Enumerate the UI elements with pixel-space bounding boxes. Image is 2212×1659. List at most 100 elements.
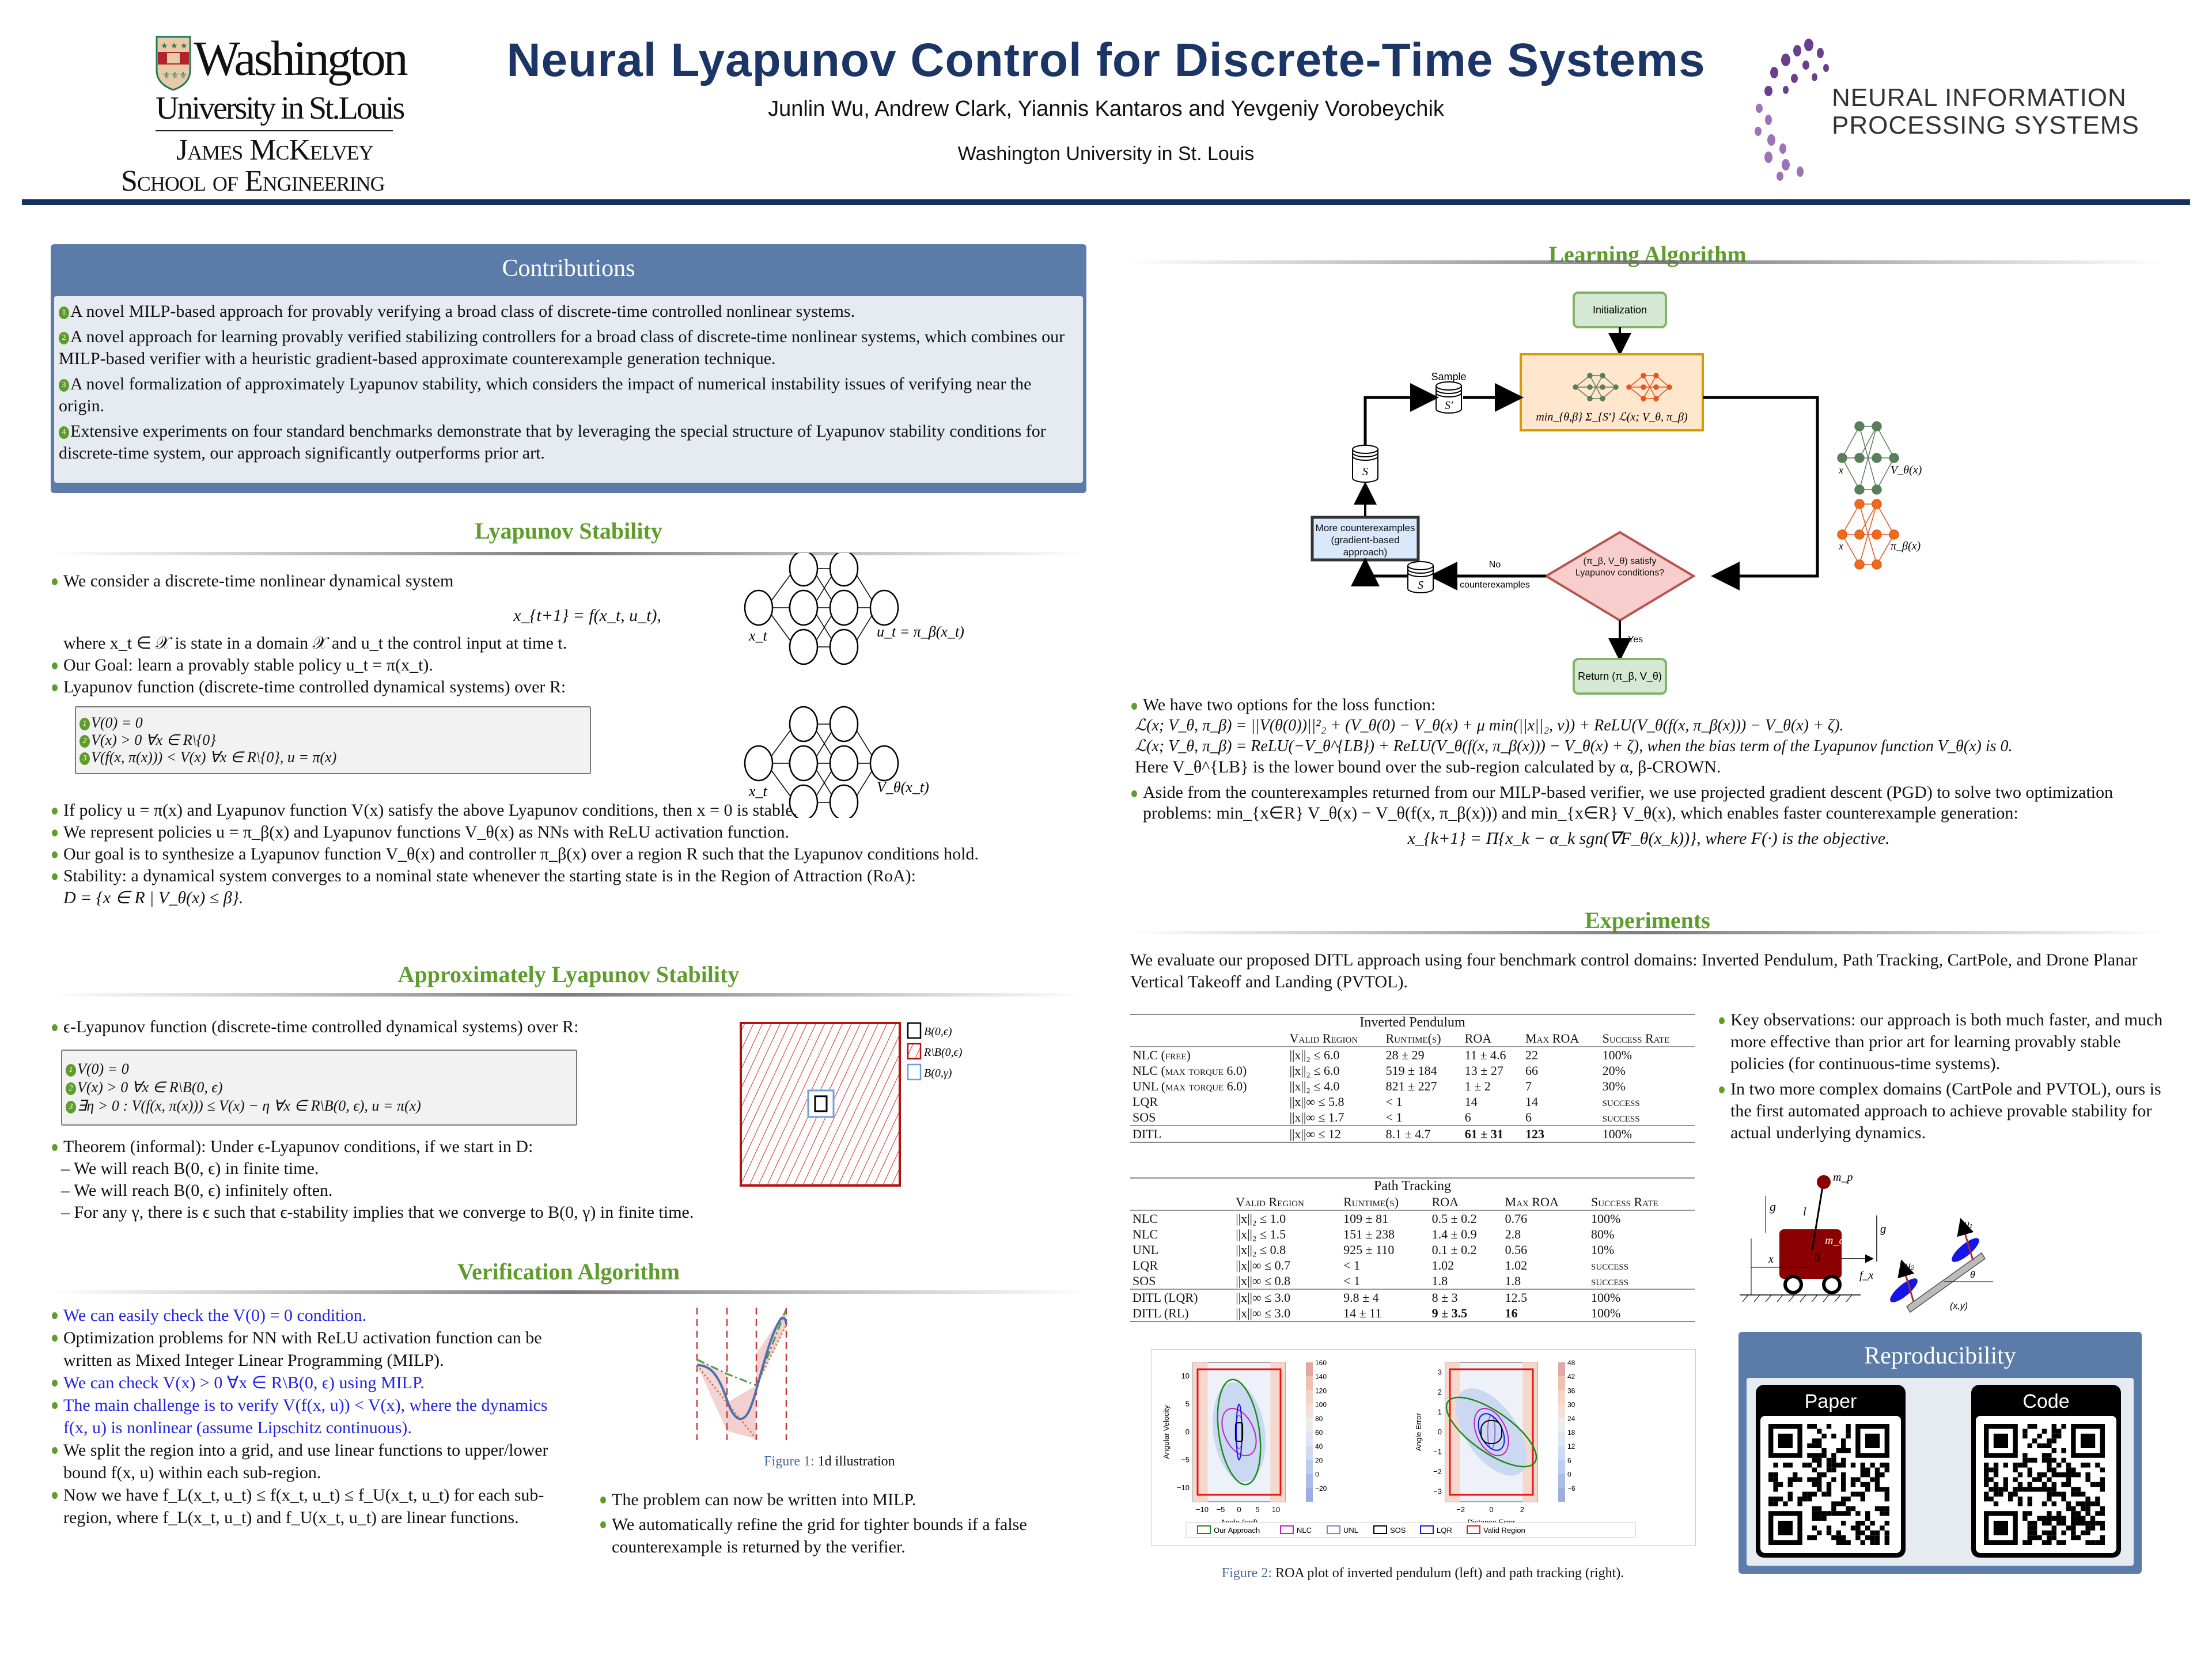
table-cell: 9 ± 3.5 (1429, 1305, 1503, 1322)
table-caption-row: Path Tracking (1130, 1177, 1695, 1194)
bullet-represent: We represent policies u = π_β(x) and Lya… (51, 821, 1086, 843)
y-axis-label: Angular Velocity (1162, 1405, 1171, 1459)
legend-swatch (1197, 1525, 1211, 1534)
roa-our-approach (1445, 1396, 1537, 1468)
theorem-sub-3: – For any γ, there is ϵ such that ϵ-stab… (61, 1203, 694, 1222)
contour-core (1213, 1382, 1266, 1482)
section-divider (51, 1290, 1086, 1294)
poster-authors: Junlin Wu, Andrew Clark, Yiannis Kantaro… (768, 97, 1444, 121)
learning-text: We have two options for the loss functio… (1130, 695, 2167, 849)
colorbar-segment (1558, 1404, 1565, 1418)
table-cell: ||x||∞ ≤ 0.8 (1236, 1274, 1291, 1288)
roa-lqr (1236, 1403, 1243, 1461)
colorbar-segment (1558, 1460, 1565, 1474)
column-header: Success Rate (1591, 1195, 1658, 1209)
neurips-dots-icon (1755, 39, 1829, 181)
table-cell: SOS (1132, 1274, 1156, 1288)
cartpole-l: l (1803, 1206, 1806, 1218)
table-cell: 30% (1602, 1079, 1626, 1093)
logo-mckelvey: James McKelvey (176, 134, 374, 166)
bullet-roa: Stability: a dynamical system converges … (51, 865, 1086, 887)
loss-equation-2: ℒ(x; V_θ, π_β) = ReLU(−V_θ^{LB}) + ReLU(… (1135, 737, 2013, 755)
y-tick-label: −5 (1181, 1455, 1190, 1464)
wustl-shield-icon: ★ ★ ★ ⚜⚜⚜ (156, 36, 191, 91)
yes-label: Yes (1628, 635, 1643, 645)
table-cell: success (1591, 1258, 1629, 1272)
table-cell: ||x||₂ ≤ 1.0 (1233, 1210, 1342, 1226)
verification-right-list: The problem can now be written into MILP… (599, 1488, 1089, 1558)
condition-text: V(0) = 0 (91, 714, 143, 731)
bullet-stable: If policy u = π(x) and Lyapunov function… (51, 800, 1086, 821)
cartpole-pvtol-figure: g l m_p m_c θ x f_x g u₂ u₁ θ (x,y) (1740, 1171, 1993, 1313)
table-cell: 1.8 (1505, 1274, 1521, 1288)
colorbar-segment (1558, 1487, 1565, 1502)
roa-sos (1235, 1422, 1243, 1442)
section-title-verification: Verification Algorithm (457, 1259, 680, 1285)
colorbar-tick: 100 (1315, 1401, 1327, 1409)
condition-item: 3∃η > 0 : V(f(x, π(x))) ≤ V(x) − η ∀x ∈ … (66, 1097, 573, 1115)
table-cell: ||x||∞ ≤ 5.8 (1289, 1094, 1344, 1109)
valid-region (1196, 1368, 1282, 1496)
qr-code-code-icon[interactable] (1976, 1416, 2116, 1553)
observation-item: In two more complex domains (CartPole an… (1718, 1078, 2179, 1144)
pgd-equation: x_{k+1} = Π{x_k − α_k sgn(∇F_θ(x_k))}, w… (1407, 829, 1890, 848)
contour-band (1193, 1362, 1208, 1502)
neurips-logo: NEURAL INFORMATION PROCESSING SYSTEMS (1751, 33, 2143, 183)
number-badge: 2 (79, 735, 90, 748)
bullet-loss: We have two options for the loss functio… (1130, 695, 2167, 715)
no-counterexamples-label: counterexamples (1460, 580, 1530, 590)
neurips-line1: NEURAL INFORMATION (1832, 84, 2127, 112)
table-cell: UNL (1132, 1243, 1159, 1257)
qr-card-paper[interactable]: Paper (1756, 1385, 1906, 1558)
qr-code-paper-icon[interactable] (1760, 1416, 1901, 1553)
y-tick-label: 5 (1185, 1400, 1190, 1408)
figure-1-label: Figure 1: (764, 1454, 815, 1469)
cartpole-diagram: g l m_p m_c θ x f_x g (1740, 1171, 1886, 1302)
roa-nlc (1221, 1408, 1257, 1456)
table-cell: DITL (RL) (1130, 1305, 1234, 1322)
roa-our-approach (1217, 1378, 1262, 1486)
figure-2-caption: Figure 2: ROA plot of inverted pendulum … (1151, 1566, 1695, 1581)
colorbar-tick: 20 (1315, 1456, 1323, 1464)
column-header: Success Rate (1602, 1031, 1670, 1046)
contribution-text: A novel approach for learning provably v… (59, 327, 1065, 368)
true-function-curve (696, 1316, 787, 1421)
section-divider (1129, 260, 2166, 264)
table-cell: 14 ± 11 (1341, 1305, 1430, 1322)
column-header: Valid Region (1236, 1195, 1304, 1209)
nn-diagrams: x_t u_t = π_β(x_t) x_t V_θ(x_t) (744, 553, 964, 818)
table-cell: NLC (1130, 1210, 1234, 1226)
legend-swatch (1280, 1525, 1294, 1534)
s2-label: S (1418, 579, 1423, 592)
table-cell: NLC (free) (1130, 1046, 1287, 1063)
qr-card-code[interactable]: Code (1971, 1385, 2121, 1558)
table-cell: 16 (1502, 1305, 1589, 1322)
verification-item: We can check V(x) > 0 ∀x ∈ R\B(0, ϵ) usi… (51, 1372, 558, 1394)
loss-equation-1: ℒ(x; V_θ, π_β) = ||V(θ(0))||²₂ + (V_θ(0)… (1135, 717, 1844, 734)
poster-affiliation: Washington University in St. Louis (957, 143, 1255, 165)
condition-text: V(0) = 0 (77, 1060, 129, 1077)
y-tick-label: 10 (1181, 1372, 1190, 1380)
colorbar-tick: 0 (1567, 1471, 1571, 1479)
colorbar-segment (1558, 1418, 1565, 1432)
table-cell: 9.8 ± 4 (1341, 1289, 1430, 1305)
column-header (1130, 1194, 1233, 1210)
colorbar-segment (1306, 1376, 1313, 1391)
bullet-goal: Our Goal: learn a provably stable policy… (51, 654, 719, 676)
theorem-sub-1: – We will reach B(0, ϵ) in finite time. (61, 1159, 319, 1178)
loss-note: Here V_θ^{LB} is the lower bound over th… (1135, 757, 1721, 777)
table-cell: 519 ± 184 (1385, 1063, 1437, 1078)
